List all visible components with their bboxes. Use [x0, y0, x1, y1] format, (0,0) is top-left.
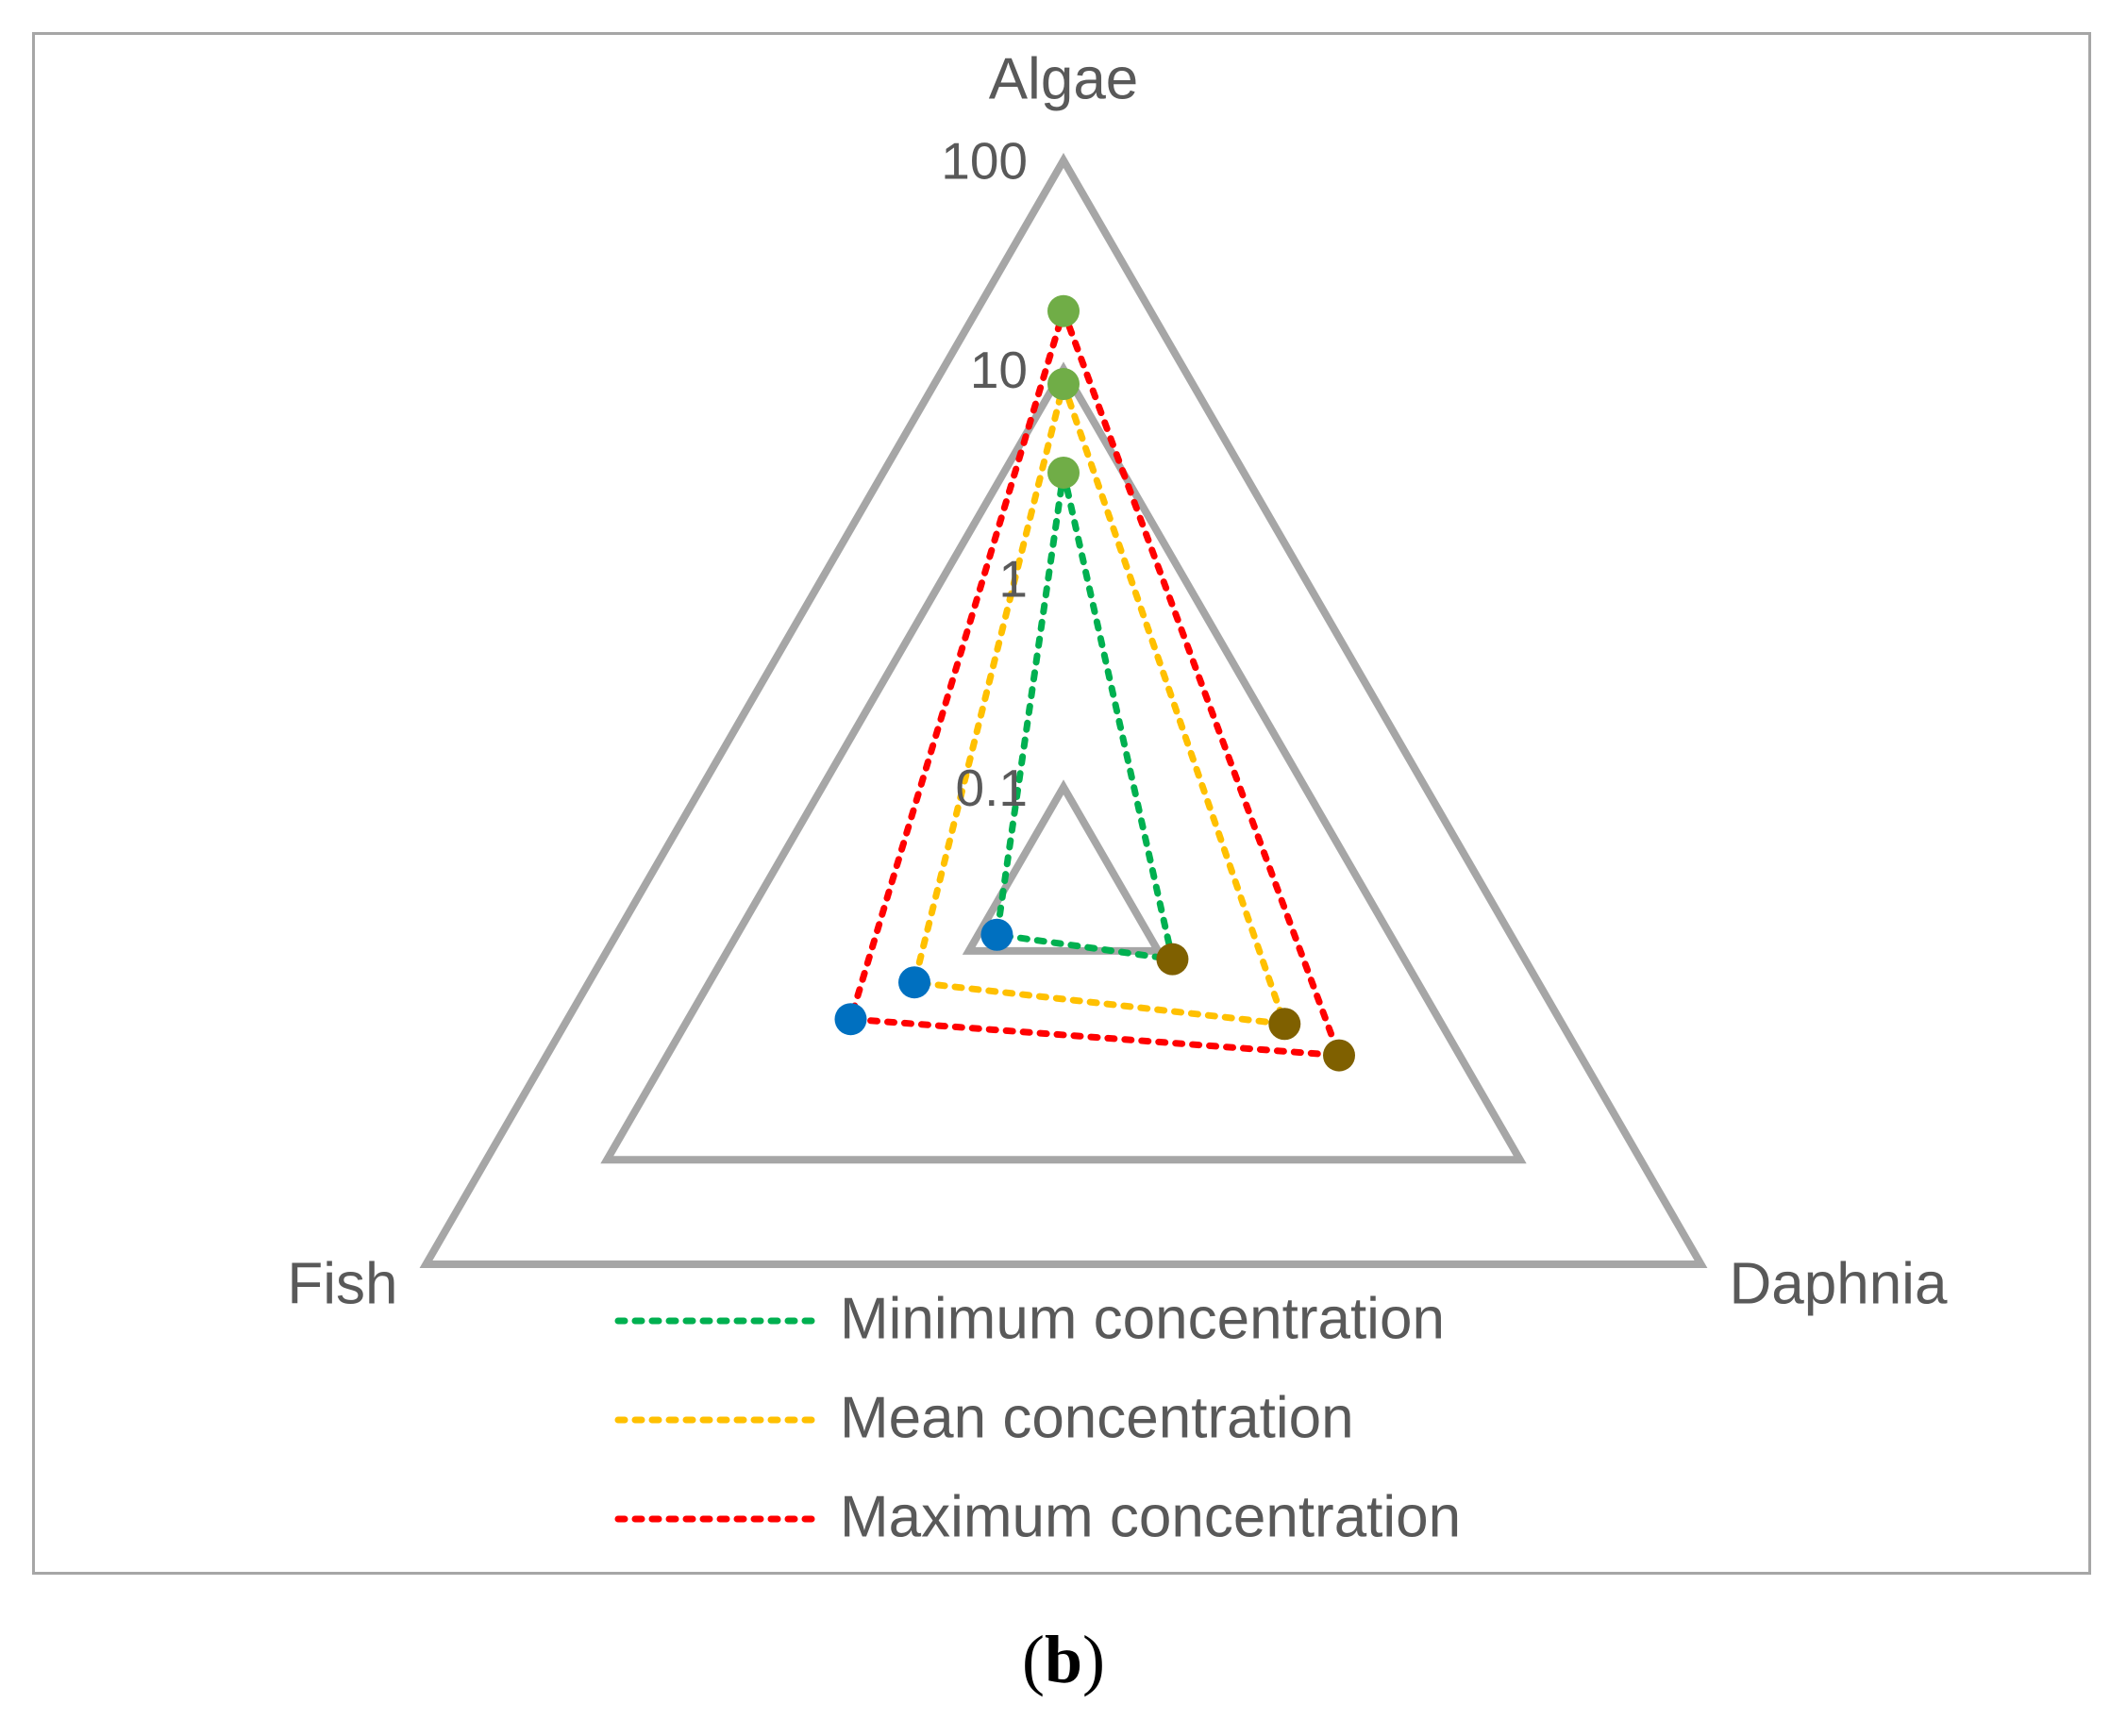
data-markers [834, 294, 1356, 1072]
series-line-maximum-concentration [846, 300, 1345, 1060]
tick-label: 1 [998, 549, 1028, 608]
marker-algae-mean-concentration [1047, 368, 1080, 401]
axis-name-algae: Algae [989, 46, 1139, 111]
legend-label-mean-concentration: Mean concentration [840, 1385, 1354, 1450]
series-lines [846, 300, 1345, 1060]
gridline-0-1 [962, 779, 1165, 955]
marker-fish-maximum-concentration [834, 1003, 867, 1036]
legend-label-maximum-concentration: Maximum concentration [840, 1484, 1461, 1549]
axis-name-daphnia: Daphnia [1729, 1251, 1947, 1316]
caption-paren-close: ) [1082, 1622, 1105, 1697]
legend-label-minimum-concentration: Minimum concentration [840, 1286, 1445, 1351]
chart-frame [32, 32, 2091, 1575]
marker-algae-maximum-concentration [1047, 294, 1080, 327]
tick-labels: 0.1 1 10 100 [941, 132, 1028, 817]
marker-fish-minimum-concentration [980, 918, 1013, 951]
figure-caption: (b) [0, 1621, 2127, 1699]
gridlines [419, 152, 1708, 1268]
series-line-mean-concentration [910, 372, 1290, 1028]
caption-letter: b [1044, 1622, 1083, 1697]
marker-daphnia-maximum-concentration [1323, 1039, 1356, 1072]
tick-label: 0.1 [956, 759, 1028, 817]
marker-algae-minimum-concentration [1047, 456, 1080, 489]
caption-paren-open: ( [1021, 1622, 1045, 1697]
marker-daphnia-mean-concentration [1268, 1008, 1301, 1041]
marker-fish-mean-concentration [898, 966, 931, 999]
gridline-100 [419, 152, 1708, 1268]
axis-name-fish: Fish [287, 1251, 397, 1316]
tick-label: 10 [970, 341, 1028, 399]
series-line-minimum-concentration [993, 472, 1177, 963]
marker-daphnia-minimum-concentration [1156, 943, 1189, 976]
tick-label: 100 [941, 132, 1028, 191]
gridline-10 [600, 361, 1527, 1164]
